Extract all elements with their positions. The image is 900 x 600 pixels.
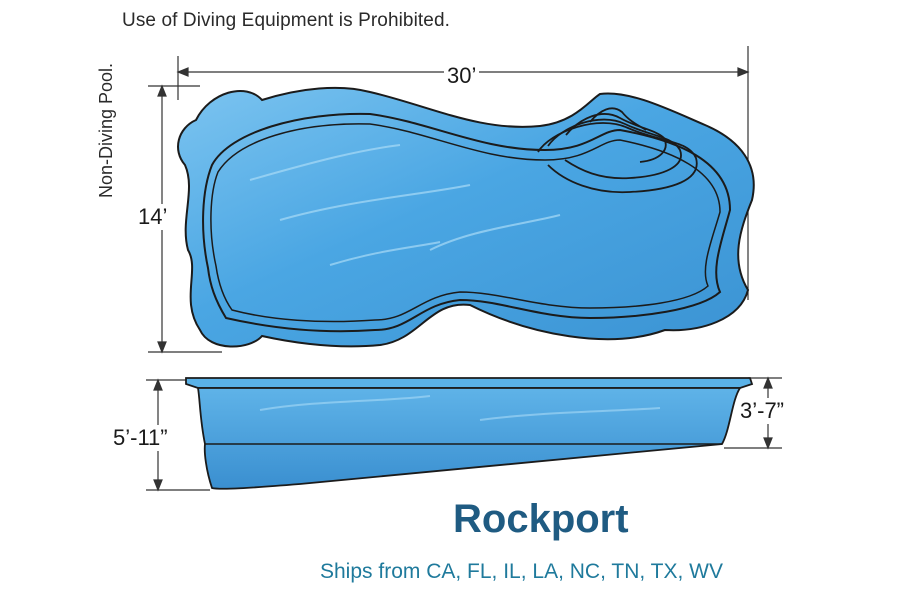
pool-inner-floor bbox=[210, 123, 721, 323]
dimension-lines bbox=[146, 46, 782, 492]
ships-from-text: Ships from CA, FL, IL, LA, NC, TN, TX, W… bbox=[320, 560, 723, 583]
length-dimension-label: 30’ bbox=[444, 63, 480, 89]
pool-side-view bbox=[185, 377, 754, 490]
pool-side-body bbox=[196, 387, 742, 490]
pool-steps bbox=[537, 107, 698, 194]
pool-outer-rim bbox=[177, 86, 755, 348]
water-highlights bbox=[249, 144, 561, 266]
non-diving-pool-label: Non-Diving Pool. bbox=[96, 62, 116, 198]
model-name: Rockport bbox=[453, 497, 629, 541]
shallow-end-depth-label: 3’-7” bbox=[737, 398, 788, 424]
diving-prohibited-notice: Use of Diving Equipment is Prohibited. bbox=[122, 10, 451, 31]
side-highlights bbox=[259, 395, 661, 421]
pool-inner-ledge bbox=[202, 112, 732, 333]
pool-side-rim bbox=[185, 377, 754, 389]
width-dimension-label: 14’ bbox=[135, 204, 171, 230]
pool-top-view bbox=[177, 86, 755, 348]
deep-end-depth-label: 5’-11” bbox=[110, 425, 171, 451]
